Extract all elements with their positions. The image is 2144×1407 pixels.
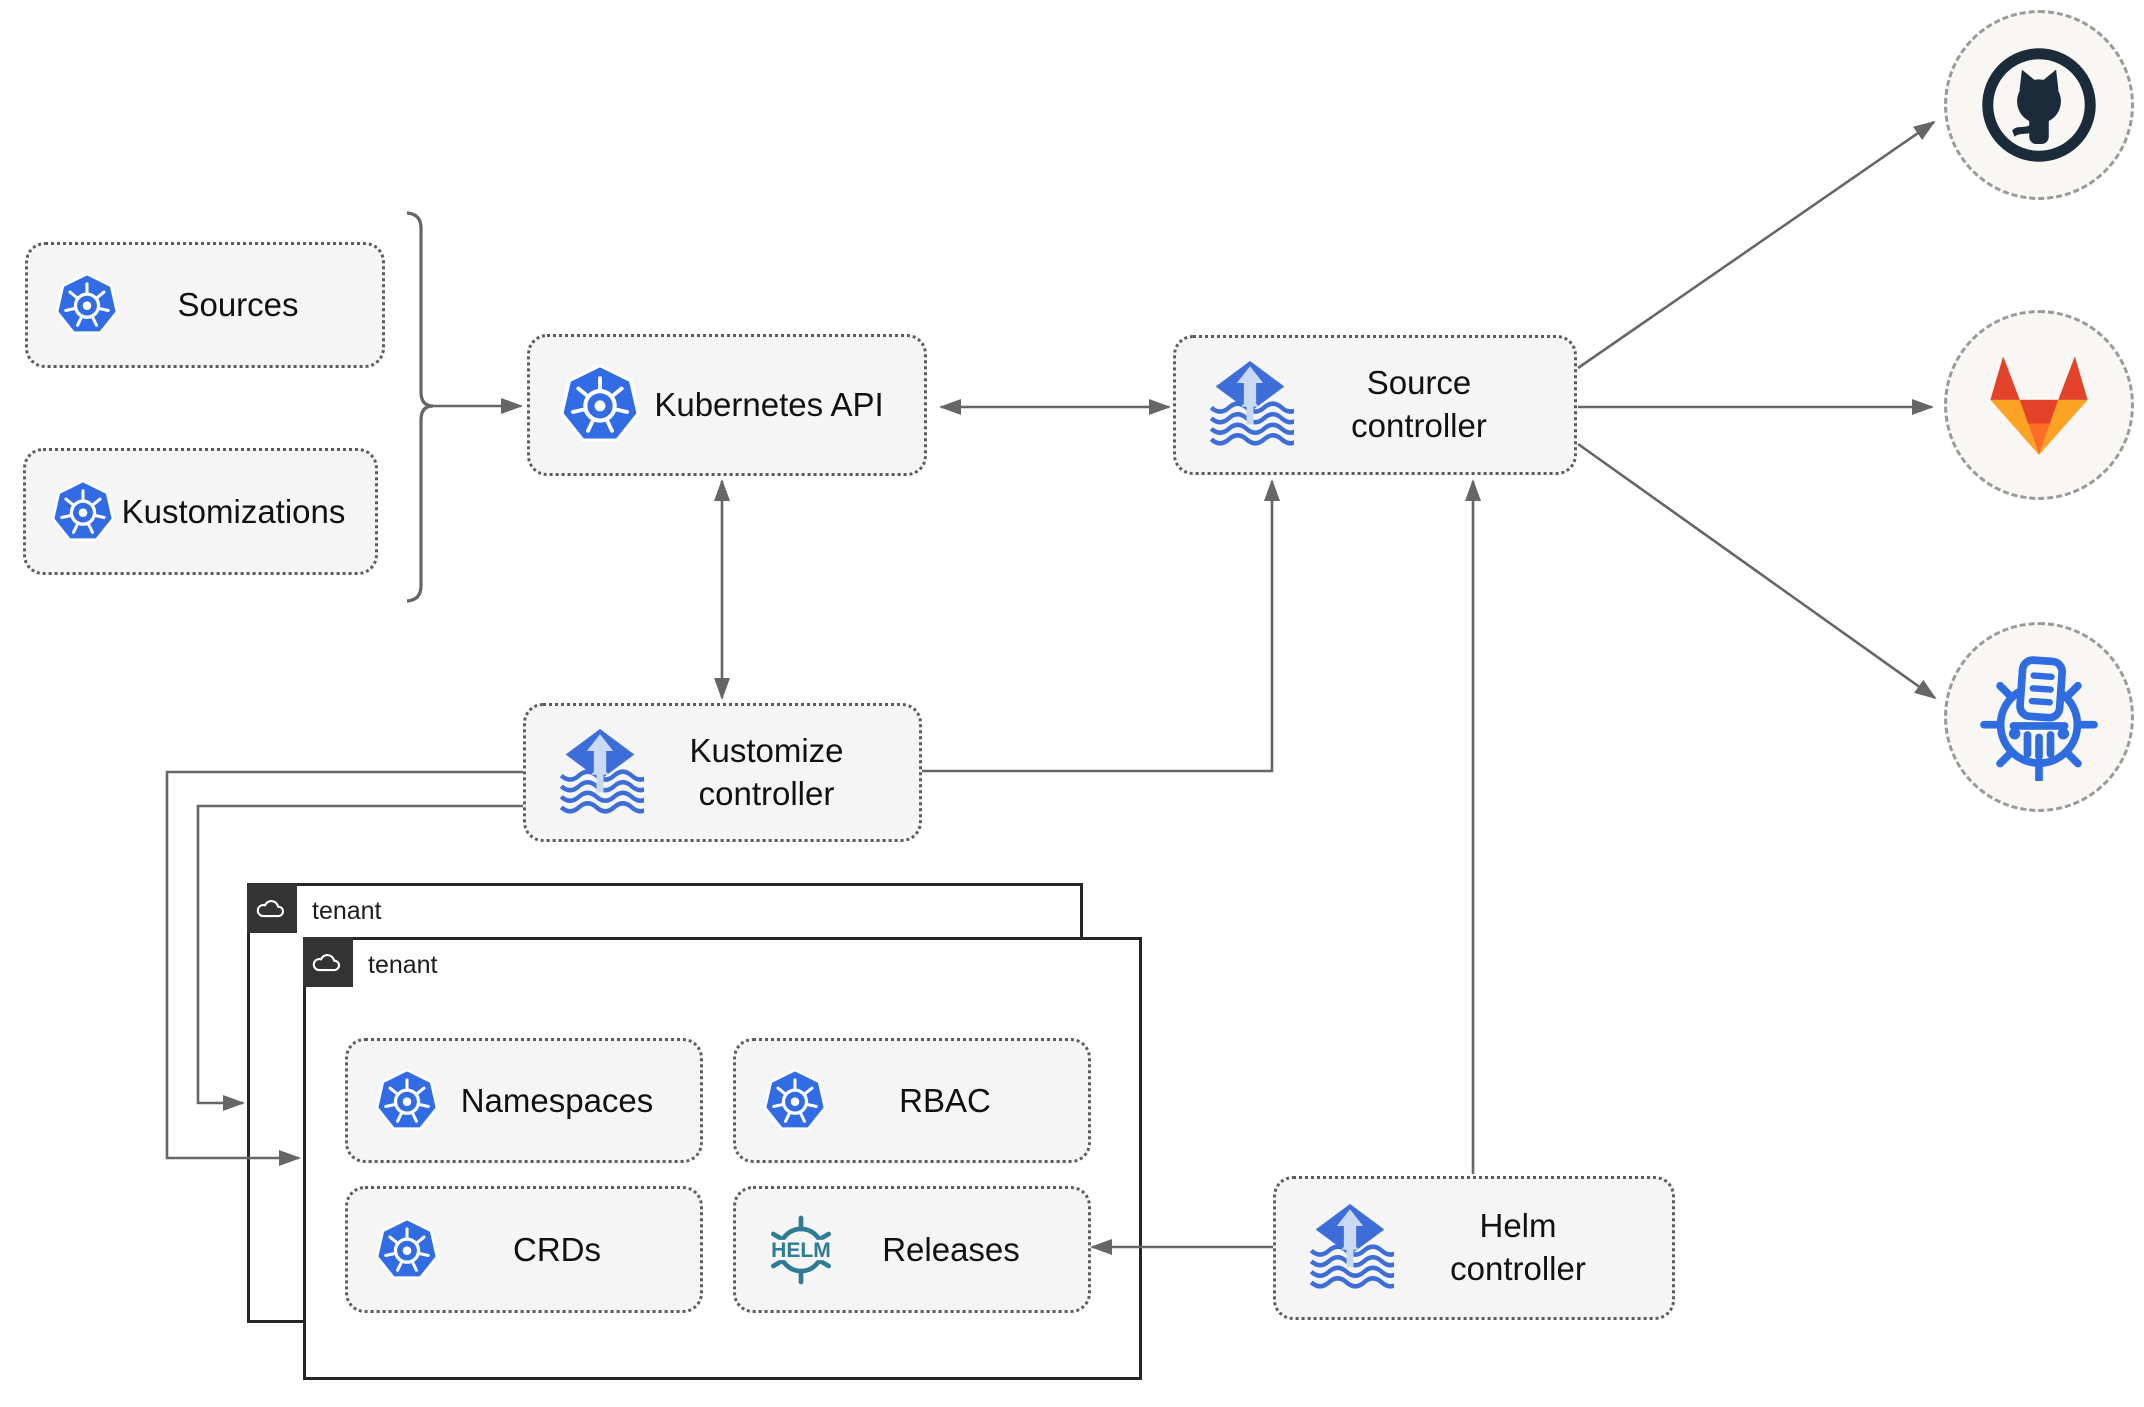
arrow-source-controller-to-chartmuseum	[1577, 442, 1937, 700]
kubernetes-icon	[374, 1068, 440, 1134]
tenant-back-tab	[247, 883, 297, 933]
chartmuseum-icon	[1975, 653, 2103, 781]
github-icon	[1978, 44, 2100, 166]
releases-label: Releases	[882, 1230, 1020, 1268]
helm-controller-label: Helm controller	[1450, 1207, 1586, 1287]
gitlab-icon	[1975, 341, 2103, 469]
kubernetes-icon	[558, 363, 642, 447]
kubernetes-icon	[762, 1068, 828, 1134]
node-kubernetes-api: Kubernetes API	[527, 334, 927, 476]
tenant-group-front: tenant Namespaces RBAC CRDs	[303, 937, 1142, 1380]
sources-label: Sources	[177, 286, 299, 323]
rbac-label: RBAC	[899, 1081, 991, 1119]
kustomizations-label: Kustomizations	[121, 492, 346, 530]
kustomize-controller-label: Kustomize controller	[689, 731, 844, 812]
node-namespaces: Namespaces	[345, 1038, 703, 1163]
kubernetes-icon	[54, 272, 120, 338]
node-crds: CRDs	[345, 1186, 703, 1313]
arrow-source-controller-to-github	[1577, 120, 1936, 370]
external-gitlab	[1944, 310, 2134, 500]
kubernetes-icon	[374, 1217, 440, 1283]
node-source-controller: Source controller	[1173, 335, 1577, 475]
source-controller-label: Source controller	[1351, 364, 1487, 444]
tenant-front-tab	[303, 937, 353, 987]
flux-icon	[1306, 1202, 1394, 1294]
tenant-front-label: tenant	[368, 951, 438, 979]
flux-icon	[1206, 359, 1294, 451]
node-sources: Sources	[25, 242, 385, 368]
brace-sources-group	[406, 211, 434, 603]
node-kustomizations: Kustomizations	[23, 448, 378, 575]
cloud-icon	[311, 950, 345, 975]
helm-wordmark: HELM	[771, 1239, 831, 1262]
namespaces-label: Namespaces	[460, 1081, 654, 1119]
node-kustomize-controller: Kustomize controller	[523, 703, 922, 842]
node-helm-controller: Helm controller	[1273, 1176, 1675, 1320]
kubernetes-api-label: Kubernetes API	[654, 386, 884, 423]
node-releases: HELM Releases	[733, 1186, 1091, 1313]
kubernetes-icon	[50, 479, 116, 545]
flux-icon	[556, 727, 644, 819]
tenant-back-label: tenant	[312, 897, 382, 925]
arrow-kustomize-controller-to-source-controller	[922, 479, 1280, 773]
crds-label: CRDs	[513, 1230, 601, 1268]
helm-wheel-icon: HELM	[770, 1215, 832, 1284]
cloud-icon	[255, 896, 289, 921]
external-github	[1944, 10, 2134, 200]
node-rbac: RBAC	[733, 1038, 1091, 1163]
external-chartmuseum	[1944, 622, 2134, 812]
